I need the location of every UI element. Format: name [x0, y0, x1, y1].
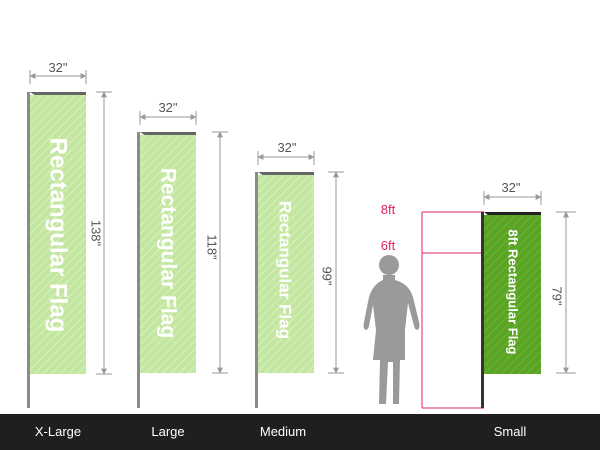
flag-body [258, 175, 314, 373]
flag-large: Rectangular Flag 32" 118" [137, 100, 228, 408]
flag-xlarge: Rectangular Flag 32" 138" [27, 60, 112, 408]
flag-body [140, 135, 196, 373]
flag-text: 8ft Rectangular Flag [506, 230, 521, 355]
caption-xlarge: X-Large [34, 424, 82, 439]
person-silhouette [363, 255, 420, 404]
width-label: 32" [501, 180, 520, 195]
height-label: 138" [89, 220, 104, 247]
flag-text: Rectangular Flag [157, 168, 180, 338]
flag-text: Rectangular Flag [276, 201, 295, 339]
pole [481, 212, 484, 408]
height-label: 79" [550, 286, 565, 305]
flag-text: Rectangular Flag [45, 138, 72, 333]
height-label: 99" [320, 266, 335, 285]
size-caption-bar [0, 414, 600, 450]
flag-body [30, 95, 86, 374]
width-label: 32" [277, 140, 296, 155]
height-label: 118" [205, 234, 220, 260]
caption-medium: Medium [259, 424, 307, 439]
pole [137, 132, 140, 408]
caption-large: Large [151, 424, 185, 439]
width-label: 32" [48, 60, 67, 75]
height-reference: 8ft 6ft [363, 202, 484, 409]
mark-8ft-label: 8ft [381, 202, 396, 217]
pole [27, 92, 30, 408]
flag-body [484, 215, 541, 374]
flag-small: 8ft Rectangular Flag 32" 79" [481, 180, 576, 408]
width-label: 32" [158, 100, 177, 115]
caption-small: Small [493, 424, 527, 439]
flag-medium: Rectangular Flag 32" 99" [255, 140, 344, 408]
pole [255, 172, 258, 408]
mark-6ft-label: 6ft [381, 238, 396, 253]
